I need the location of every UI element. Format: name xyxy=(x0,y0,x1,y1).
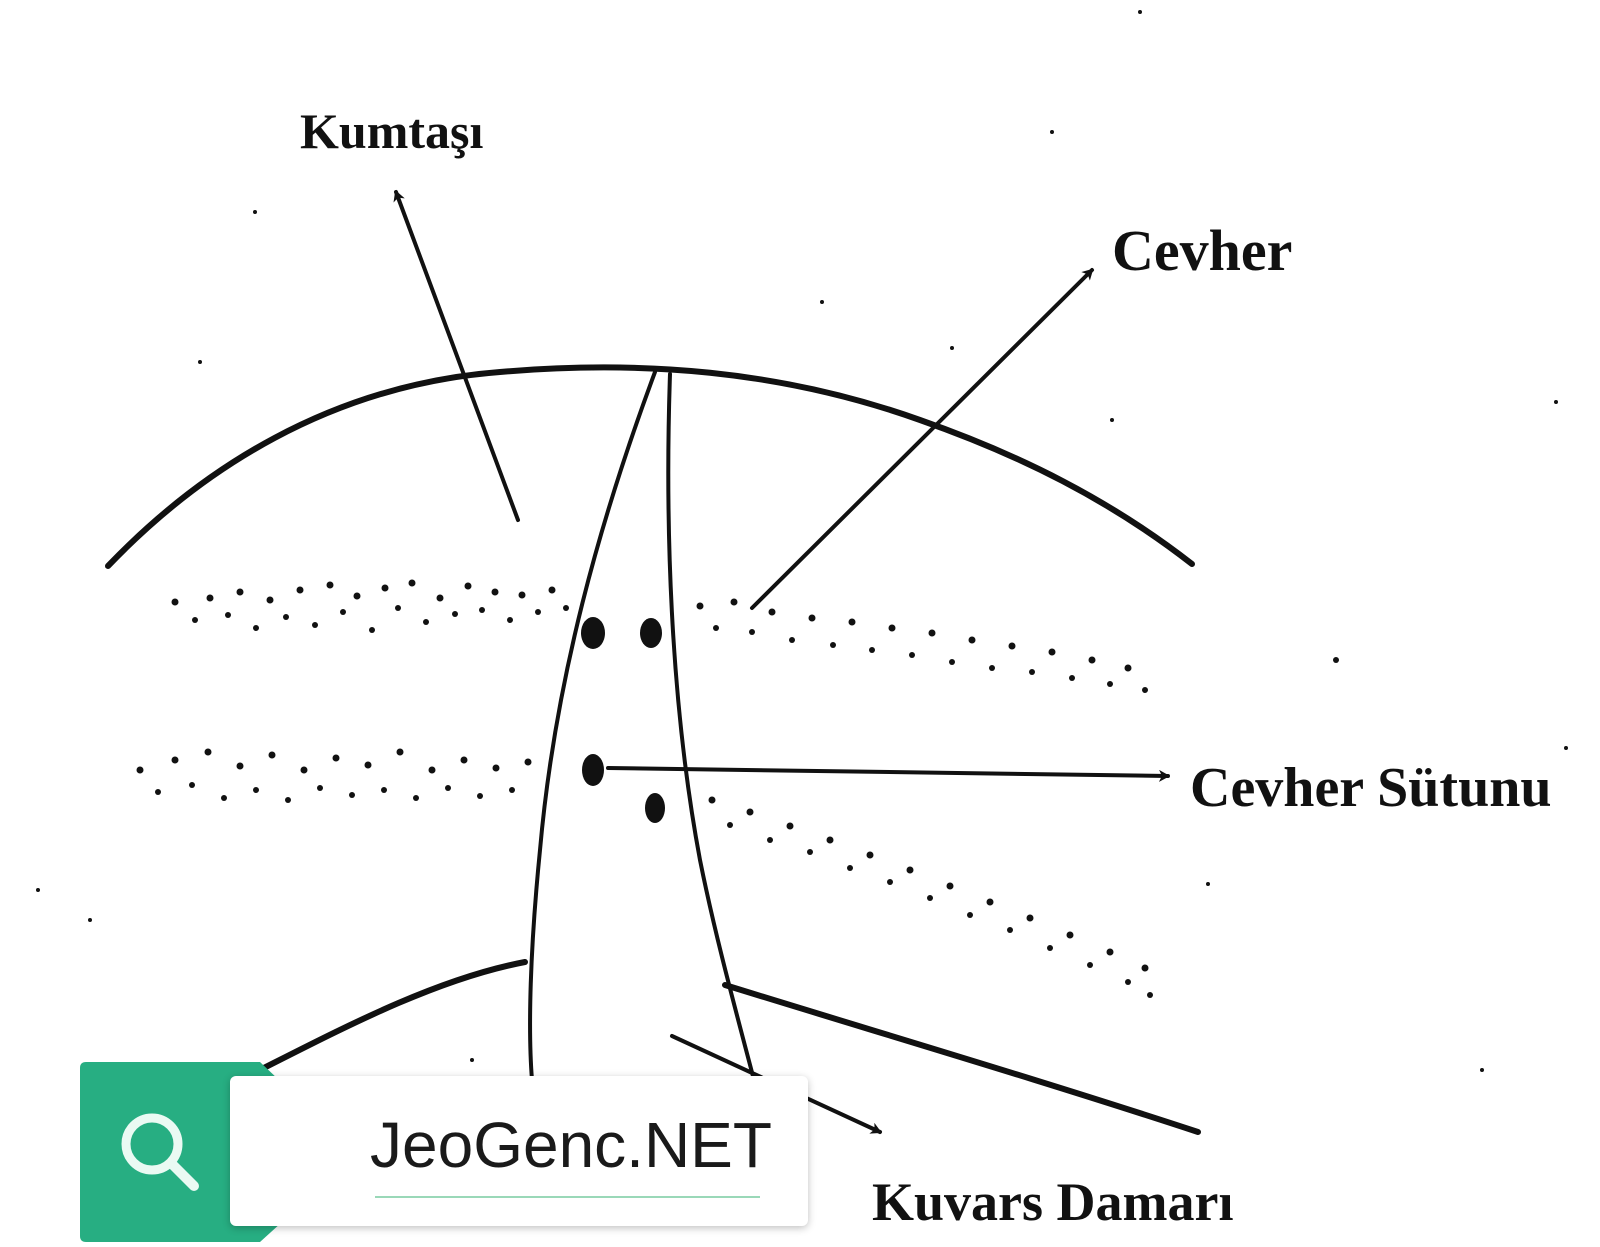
label-cevher: Cevher xyxy=(1112,218,1292,283)
search-icon xyxy=(121,1113,199,1191)
upper-ore-layer xyxy=(171,579,1148,693)
lower-ore-layer xyxy=(136,748,1153,998)
kumtasi-leader xyxy=(393,190,520,522)
quartz-vein-left-wall xyxy=(528,370,657,1082)
label-kuvars-damari: Kuvars Damarı xyxy=(872,1172,1233,1232)
watermark-underline xyxy=(375,1196,760,1198)
label-kumtasi: Kumtaşı xyxy=(300,103,483,159)
upper-bed-boundary xyxy=(105,364,1195,569)
lower-bed-boundary-left xyxy=(237,959,528,1083)
label-cevher-sutunu: Cevher Sütunu xyxy=(1190,757,1552,819)
watermark: JeoGenc.NET xyxy=(80,1062,808,1242)
lower-bed-boundary-right xyxy=(722,982,1201,1135)
watermark-text: JeoGenc.NET xyxy=(370,1109,772,1181)
ore-nodules xyxy=(581,617,665,823)
watermark-text-box: JeoGenc.NET xyxy=(230,1076,808,1226)
scan-specks xyxy=(36,10,1568,1072)
quartz-vein-right-wall xyxy=(666,372,777,1164)
cevher-sutunu-leader xyxy=(606,766,1170,782)
cevher-leader xyxy=(750,268,1094,610)
